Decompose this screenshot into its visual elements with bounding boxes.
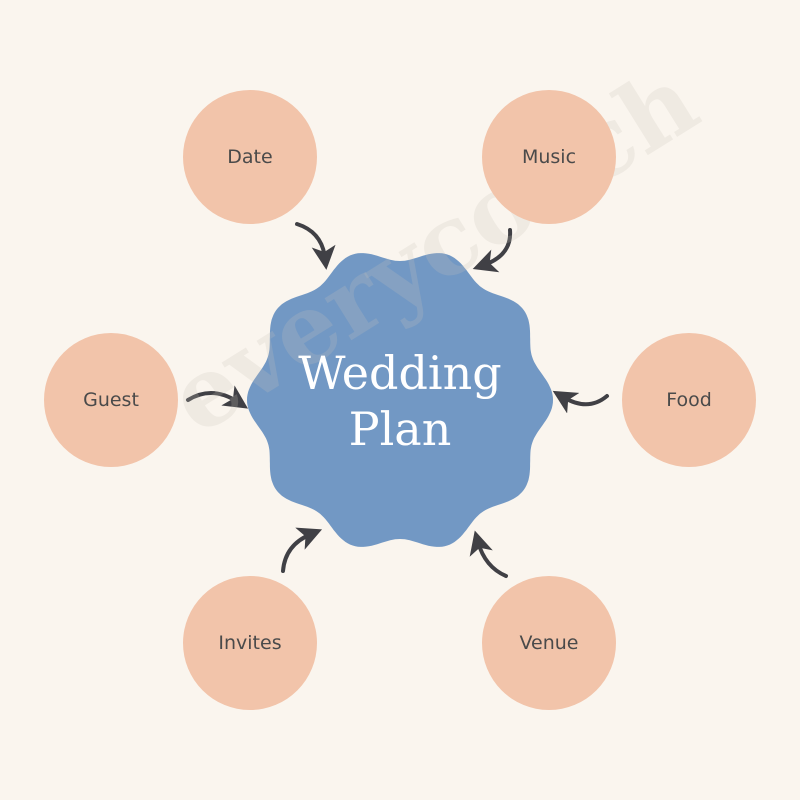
node-invites: Invites: [183, 576, 317, 710]
node-label: Invites: [218, 632, 282, 654]
center-title-line2: Plan: [348, 402, 452, 456]
arrow-food: [552, 390, 609, 414]
center-title-line1: Wedding: [298, 346, 502, 400]
arrow-guest: [186, 385, 249, 409]
arrow-date: [295, 222, 336, 270]
node-label: Guest: [83, 389, 139, 411]
node-guest: Guest: [44, 333, 178, 467]
center-wavy-shape: [247, 253, 553, 547]
arrow-venue: [469, 530, 508, 578]
node-music: Music: [482, 90, 616, 224]
node-label: Venue: [519, 632, 579, 654]
node-food: Food: [622, 333, 756, 467]
center-title: Wedding Plan: [250, 345, 550, 457]
arrow-music: [472, 228, 513, 273]
node-label: Music: [521, 146, 577, 168]
node-date: Date: [183, 90, 317, 224]
node-label: Date: [227, 146, 273, 168]
arrow-invites: [281, 527, 323, 573]
node-label: Food: [666, 389, 712, 411]
node-venue: Venue: [482, 576, 616, 710]
